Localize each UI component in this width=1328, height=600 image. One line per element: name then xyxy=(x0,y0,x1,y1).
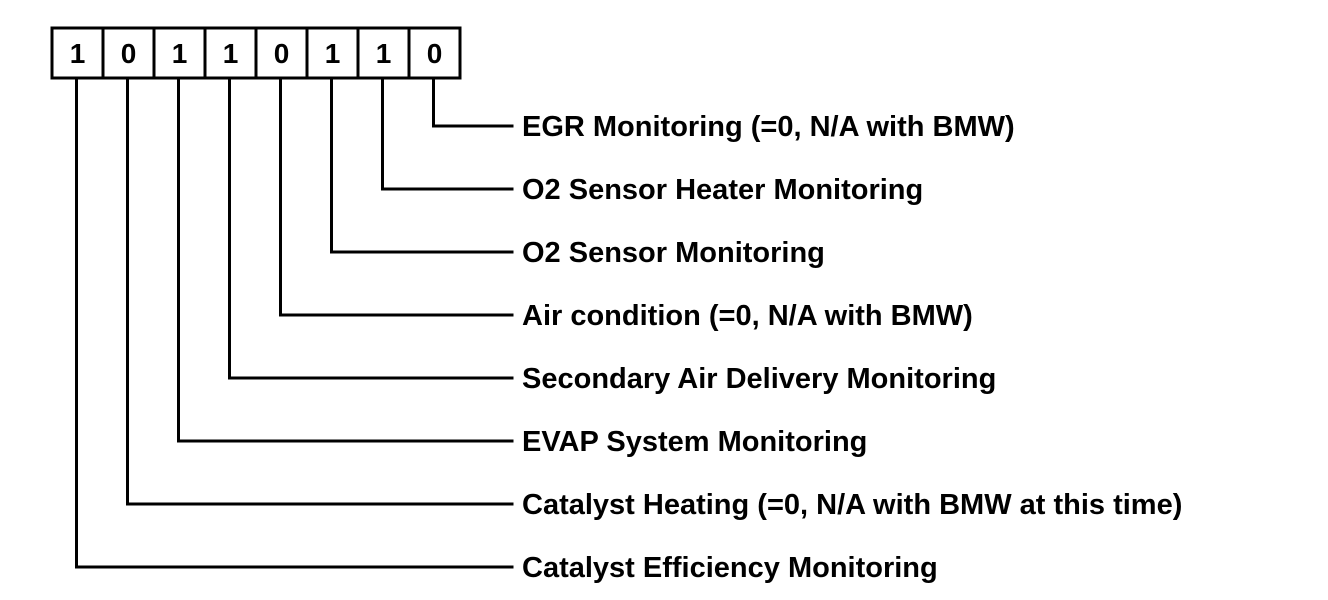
bit-labels: EGR Monitoring (=0, N/A with BMW) O2 Sens… xyxy=(522,111,1182,584)
bit-value-4: 0 xyxy=(274,38,290,69)
leader-line-6 xyxy=(126,76,514,506)
leader-line-2 xyxy=(330,76,514,254)
bit-value-2: 1 xyxy=(172,38,188,69)
bit-value-6: 1 xyxy=(376,38,392,69)
bit-label-2: O2 Sensor Monitoring xyxy=(522,237,825,269)
bit-label-5: EVAP System Monitoring xyxy=(522,426,867,458)
bit-value-1: 0 xyxy=(121,38,137,69)
leader-line-5 xyxy=(177,76,514,443)
bit-value-0: 1 xyxy=(70,38,86,69)
bit-value-5: 1 xyxy=(325,38,341,69)
bit-label-3: Air condition (=0, N/A with BMW) xyxy=(522,300,973,332)
bit-label-7: Catalyst Efficiency Monitoring xyxy=(522,552,938,584)
bit-label-6: Catalyst Heating (=0, N/A with BMW at th… xyxy=(522,489,1182,521)
bit-cell-7 xyxy=(407,26,462,80)
leader-line-3 xyxy=(279,76,514,317)
bit-label-0: EGR Monitoring (=0, N/A with BMW) xyxy=(522,111,1015,143)
bit-label-1: O2 Sensor Heater Monitoring xyxy=(522,174,923,206)
bit-register: 1 0 1 1 0 1 1 0 xyxy=(50,26,462,80)
leader-line-1 xyxy=(381,76,514,191)
bit-value-3: 1 xyxy=(223,38,239,69)
leader-lines xyxy=(75,76,514,569)
leader-line-0 xyxy=(432,76,514,128)
leader-line-7 xyxy=(75,76,514,569)
bit-value-7: 0 xyxy=(427,38,443,69)
leader-line-4 xyxy=(228,76,514,380)
bit-label-4: Secondary Air Delivery Monitoring xyxy=(522,363,996,395)
